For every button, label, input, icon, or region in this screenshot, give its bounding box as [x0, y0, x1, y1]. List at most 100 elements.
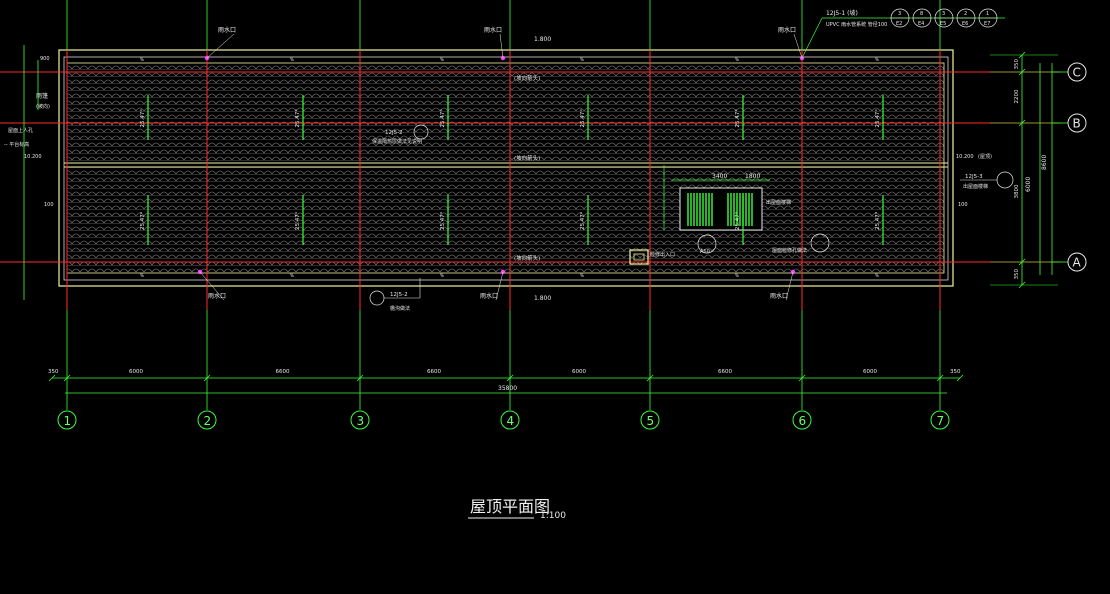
bottom-span-7: 350: [950, 369, 961, 375]
drawing-title: 屋顶平面图: [470, 497, 550, 516]
left-level: 10.200: [24, 154, 42, 160]
slope-label-4-0: 25.47°: [735, 109, 741, 128]
slope-label-0-1: 25.47°: [140, 211, 146, 230]
left-note-canopy: 雨篷: [36, 92, 48, 100]
slope-label-1-0: 25.47°: [295, 109, 301, 128]
column-label-5: 5: [647, 414, 655, 428]
right-span-2: 3800: [1014, 184, 1020, 198]
drain-label-0: 雨水口: [218, 26, 236, 34]
left-note-platform: -- 平台标高: [4, 141, 29, 148]
left-note-slope: (坡向): [36, 103, 50, 110]
row-label-A: A: [1073, 256, 1082, 270]
detail-callout-mid: 12J5-2: [385, 130, 403, 136]
row-label-B: B: [1073, 117, 1081, 131]
drain-label-4: 雨水口: [480, 292, 498, 300]
column-label-7: 7: [937, 414, 945, 428]
ridge-level-bottom: 1.800: [534, 295, 551, 302]
ref-a10: A10: [700, 249, 710, 255]
bottom-span-1: 6000: [129, 369, 143, 375]
top-callout-ref-2: E5: [940, 21, 946, 27]
right-span-3: 350: [1014, 269, 1020, 280]
slope-label-3-0: 25.47°: [580, 109, 586, 128]
ridge-level-top: 1.800: [534, 36, 551, 43]
column-bubble-5: [640, 410, 660, 430]
row-bubble-A: [1067, 252, 1087, 272]
gutter-mark-bottom-1: %: [290, 273, 294, 278]
slope-label-2-0: 25.47°: [440, 109, 446, 128]
bottom-span-3: 6600: [427, 369, 441, 375]
top-callout-num-2: 3: [942, 11, 945, 17]
column-bubble-1: [57, 410, 77, 430]
column-bubble-7: [930, 410, 950, 430]
column-bubble-3: [350, 410, 370, 430]
right-note: (屋顶): [978, 154, 992, 160]
bottom-span-0: 350: [48, 369, 59, 375]
detail-callout-bottom-note: 檐沟做法: [390, 305, 410, 312]
gutter-mark-top-3: %: [580, 57, 584, 62]
top-callout-ref: 12J5-1 (坡): [826, 9, 858, 17]
bottom-span-4: 6000: [572, 369, 586, 375]
gutter-mark-bottom-2: %: [440, 273, 444, 278]
row-bubble-C: [1067, 62, 1087, 82]
row-axis-bubbles: C B A: [1052, 62, 1087, 272]
gutter-mark-bottom-4: %: [735, 273, 739, 278]
drain-label-2: 雨水口: [778, 26, 796, 34]
mid-insulation-note: 保温隔热层做法见说明: [372, 138, 422, 145]
roof-upper-slope: [67, 63, 944, 163]
column-label-6: 6: [799, 414, 807, 428]
column-bubble-4: [500, 410, 520, 430]
column-bubble-2: [197, 410, 217, 430]
slope-label-3-1: 25.47°: [580, 211, 586, 230]
gutter-mark-top-2: %: [440, 57, 444, 62]
top-callout-note: UPVC 雨水管系统 管径100: [826, 21, 887, 28]
top-callout-ref-3: E6: [962, 21, 968, 27]
slope-label-0-0: 25.47°: [140, 109, 146, 128]
drain-label-1: 雨水口: [484, 26, 502, 34]
right-total: 6000: [1025, 177, 1032, 192]
detail-callout-right: 12J5-3: [965, 174, 983, 180]
slope-label-1-1: 25.47°: [295, 211, 301, 230]
top-callout-ref-0: E2: [896, 21, 902, 27]
roof-lower-slope: [67, 167, 944, 272]
gutter-mark-bottom-3: %: [580, 273, 584, 278]
eave-note-top: (坡向箭头): [514, 74, 540, 82]
roof-outer-outline: [58, 49, 954, 287]
side-dim-right: 100: [958, 202, 968, 208]
side-dim-left: 100: [44, 202, 54, 208]
roof-hatch: [629, 249, 649, 265]
gutter-mark-bottom-0: %: [140, 273, 144, 278]
eave-note-bottom: (坡向箭头): [514, 254, 540, 262]
hatch-note: 检修出入口: [650, 251, 675, 258]
roof-inner-outline: [63, 56, 949, 281]
right-level: 10.200: [956, 154, 974, 160]
gutter-mark-bottom-5: %: [875, 273, 879, 278]
bottom-span-5: 6600: [718, 369, 732, 375]
right-overall: 8600: [1041, 155, 1048, 170]
drain-label-5: 雨水口: [770, 292, 788, 300]
gutter-mark-top-5: %: [875, 57, 879, 62]
slope-markers: 25.47° 25.47° 25.47° 25.47° 25.47° 25.47° 25.4…: [140, 57, 884, 278]
detail-callout-right-note: 出屋面楼梯: [963, 183, 988, 190]
row-label-C: C: [1073, 66, 1081, 80]
slope-label-2-1: 25.47°: [440, 211, 446, 230]
vertical-grid-lines: [66, 0, 941, 410]
gutter-mark-top-4: %: [735, 57, 739, 62]
bottom-total: 35800: [498, 385, 517, 392]
side-dim-top-left: 900: [40, 56, 50, 62]
column-label-1: 1: [64, 414, 72, 428]
column-label-4: 4: [507, 414, 515, 428]
bottom-dimensions: 350 6000 6600 6600 6000 6600 6000 350: [48, 369, 964, 382]
top-callout-num-1: 8: [920, 11, 923, 17]
top-callout-num-0: 3: [898, 11, 901, 17]
bottom-span-6: 6000: [863, 369, 877, 375]
gutter-mark-top-0: %: [140, 57, 144, 62]
gutter-mark-top-1: %: [290, 57, 294, 62]
bottom-span-2: 6600: [276, 369, 290, 375]
drain-markers: 雨水口雨水口雨水口雨水口雨水口雨水口: [197, 26, 805, 301]
left-note-access: 屋面上人孔: [8, 127, 33, 134]
slope-label-5-0: 25.47°: [875, 109, 881, 128]
